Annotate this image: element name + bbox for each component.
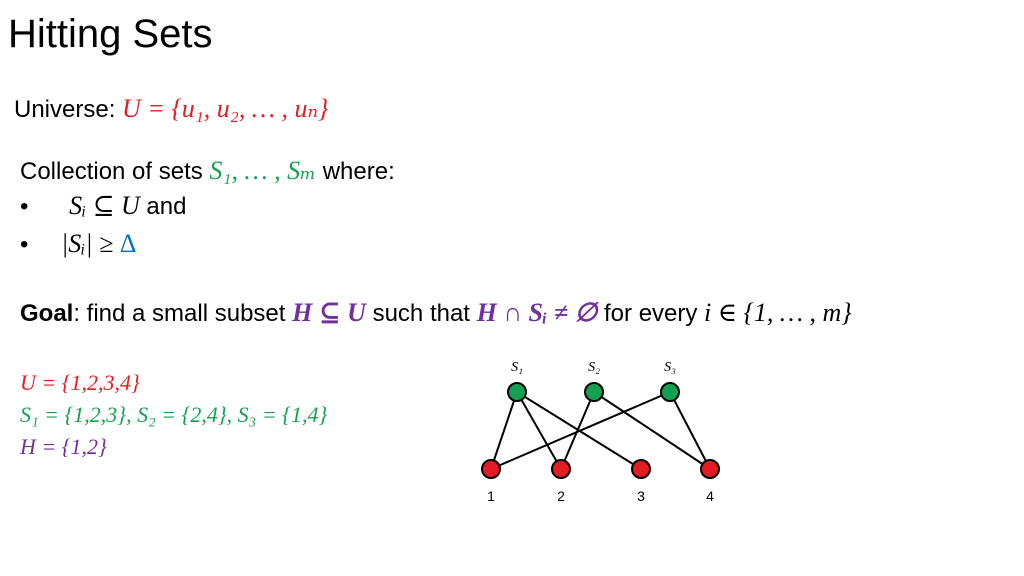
set-node-2 <box>584 382 604 402</box>
set-node-1 <box>507 382 527 402</box>
set-node-3 <box>660 382 680 402</box>
graph-edges <box>490 391 711 470</box>
element-node-label: 3 <box>637 488 645 504</box>
set-node-label: S₁ <box>511 360 523 375</box>
collection-prefix: Collection of sets <box>20 158 210 185</box>
goal-expr2: H ∩ Sᵢ ≠ ∅ <box>476 298 598 327</box>
page-title: Hitting Sets <box>8 12 213 56</box>
collection-suffix: where: <box>316 158 395 185</box>
graph-edge <box>490 391 518 470</box>
goal-text2: such that <box>365 300 477 327</box>
element-node-4 <box>700 459 720 479</box>
bullet-item-subset: • Sᵢ ⊆ U and <box>20 191 186 221</box>
bullet1-expr: Sᵢ ⊆ U <box>69 191 140 220</box>
graph-edge <box>516 391 562 470</box>
graph-nodes <box>481 382 720 479</box>
delta-symbol: Δ <box>119 229 137 258</box>
bullet-dot: • <box>20 231 29 258</box>
goal-label: Goal <box>20 300 74 327</box>
goal-text1: : find a small subset <box>73 300 293 327</box>
example-sets: S₁ = {1,2,3}, S₂ = {2,4}, S₃ = {1,4} <box>20 402 328 427</box>
set-node-label: S₂ <box>588 360 600 375</box>
graph-edge <box>669 391 711 470</box>
universe-expr: U = {u₁, u₂, … , uₙ} <box>122 94 329 123</box>
graph-edge <box>560 391 595 470</box>
element-node-label: 2 <box>557 488 565 504</box>
element-node-1 <box>481 459 501 479</box>
graph-edge <box>490 391 671 470</box>
goal-line: Goal: find a small subset H ⊆ U such tha… <box>20 298 852 328</box>
element-node-label: 1 <box>487 488 495 504</box>
example-universe: U = {1,2,3,4} <box>20 370 140 395</box>
element-node-label: 4 <box>706 488 714 504</box>
universe-label: Universe: <box>14 96 123 123</box>
example-hitting-set: H = {1,2} <box>20 434 107 459</box>
element-node-2 <box>551 459 571 479</box>
universe-line: Universe: U = {u₁, u₂, … , uₙ} <box>14 94 328 124</box>
set-node-label: S₃ <box>664 360 676 375</box>
goal-expr3: i ∈ {1, … , m} <box>704 298 852 327</box>
bullet-item-size: • |Sᵢ| ≥ Δ <box>20 229 137 259</box>
goal-text3: for every <box>597 300 705 327</box>
collection-sets: S₁, … , Sₘ <box>209 156 317 185</box>
element-node-3 <box>631 459 651 479</box>
graph-edge <box>593 391 711 470</box>
collection-line: Collection of sets S₁, … , Sₘ where: <box>20 156 395 186</box>
bullet2-lhs: |Sᵢ| ≥ <box>61 229 120 258</box>
bullet1-tail: and <box>139 193 187 220</box>
bullet-dot: • <box>20 193 29 220</box>
goal-expr1: H ⊆ U <box>292 298 366 327</box>
graph-labels: S₁ S₂ S₃ 1 2 3 4 <box>487 360 714 504</box>
